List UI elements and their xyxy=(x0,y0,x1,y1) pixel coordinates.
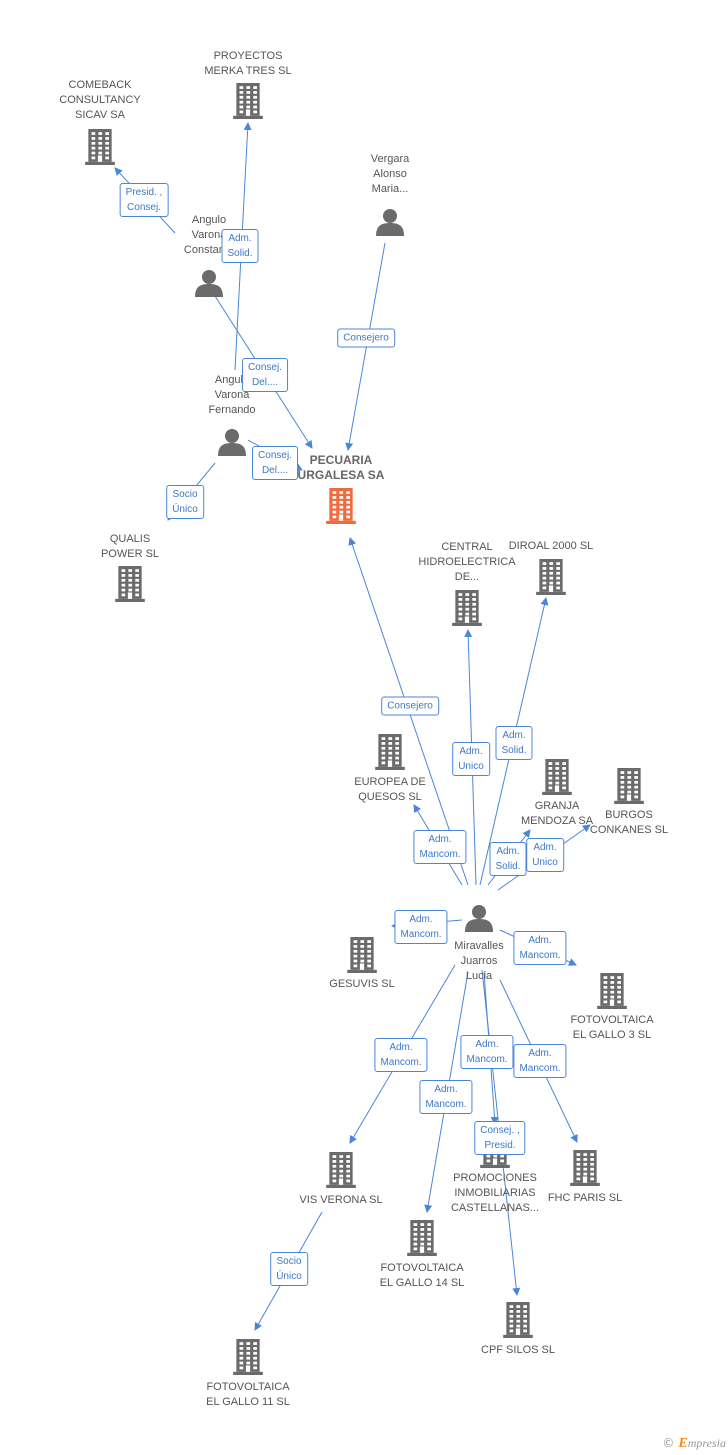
person-icon xyxy=(218,428,246,461)
brand-footer: ©Empresia xyxy=(662,1436,726,1452)
person-icon xyxy=(465,904,493,937)
node-label: BURGOS CONKANES SL xyxy=(589,809,669,836)
relation-badge[interactable]: Adm. Unico xyxy=(452,742,490,776)
node-label: EUROPEA DE QUESOS SL xyxy=(354,776,426,803)
relation-badge[interactable]: Consejero xyxy=(337,328,395,348)
relation-badge[interactable]: Adm. Solid. xyxy=(495,726,533,760)
node-label: PECUARIA URGALESA SA xyxy=(297,453,385,482)
brand-name: mpresia xyxy=(687,1436,726,1450)
node-label: CENTRAL HIDROELECTRICA DE... xyxy=(418,541,516,583)
brand-initial: E xyxy=(678,1436,688,1451)
building-icon xyxy=(570,1150,600,1191)
relation-badge[interactable]: Adm. Mancom. xyxy=(513,931,567,965)
node-label: GESUVIS SL xyxy=(329,978,395,990)
relation-badge[interactable]: Adm. Mancom. xyxy=(460,1035,514,1069)
relation-badge[interactable]: Consej. Del.... xyxy=(242,358,288,392)
node-label: PROMOCIONES INMOBILIARIAS CASTELLANAS... xyxy=(450,1172,540,1214)
relation-badge[interactable]: Presid. , Consej. xyxy=(119,183,169,217)
building-icon xyxy=(347,937,377,978)
building-icon xyxy=(542,759,572,800)
building-icon xyxy=(115,566,145,607)
building-icon xyxy=(597,973,627,1014)
relation-badge[interactable]: Consejero xyxy=(381,696,439,716)
building-icon xyxy=(85,129,115,170)
node-label: PROYECTOS MERKA TRES SL xyxy=(204,50,292,77)
building-icon xyxy=(614,768,644,809)
node-label: Vergara Alonso Maria... xyxy=(370,153,410,195)
node-label: Miravalles Juarros Lucia xyxy=(454,940,504,982)
building-icon xyxy=(536,559,566,600)
node-label: FOTOVOLTAICA EL GALLO 14 SL xyxy=(379,1262,465,1289)
node-label: DIROAL 2000 SL xyxy=(508,540,594,552)
person-icon xyxy=(195,269,223,302)
node-label: CPF SILOS SL xyxy=(481,1344,555,1356)
node-label: VIS VERONA SL xyxy=(299,1194,383,1206)
building-icon xyxy=(233,83,263,124)
node-label: QUALIS POWER SL xyxy=(100,533,160,560)
node-label: FOTOVOLTAICA EL GALLO 11 SL xyxy=(206,1381,290,1408)
relation-badge[interactable]: Consej. Del.... xyxy=(252,446,298,480)
node-label: FHC PARIS SL xyxy=(547,1192,623,1204)
relation-badge[interactable]: Adm. Solid. xyxy=(489,842,527,876)
person-icon xyxy=(376,208,404,241)
relation-badge[interactable]: Adm. Unico xyxy=(526,838,564,872)
copyright-symbol: © xyxy=(662,1436,675,1450)
relation-badge[interactable]: Adm. Mancom. xyxy=(513,1044,567,1078)
relation-badge[interactable]: Socio Único xyxy=(270,1252,308,1286)
relation-badge[interactable]: Adm. Mancom. xyxy=(394,910,448,944)
building-icon xyxy=(452,590,482,631)
relation-badge[interactable]: Adm. Mancom. xyxy=(413,830,467,864)
node-label: FOTOVOLTAICA EL GALLO 3 SL xyxy=(570,1014,654,1041)
relation-badge[interactable]: Socio Único xyxy=(166,485,204,519)
building-icon xyxy=(503,1302,533,1343)
relation-badge[interactable]: Adm. Mancom. xyxy=(419,1080,473,1114)
relation-badge[interactable]: Consej. , Presid. xyxy=(474,1121,526,1155)
main-company-building-icon xyxy=(326,488,356,529)
building-icon xyxy=(233,1339,263,1380)
node-label: GRANJA MENDOZA SA xyxy=(520,800,594,827)
relation-badge[interactable]: Adm. Mancom. xyxy=(374,1038,428,1072)
node-label: COMEBACK CONSULTANCY SICAV SA xyxy=(59,79,141,121)
node-label: Angulo Varona Fernando xyxy=(208,374,256,416)
building-icon xyxy=(407,1220,437,1261)
relation-badge[interactable]: Adm. Solid. xyxy=(221,229,259,263)
building-icon xyxy=(375,734,405,775)
building-icon xyxy=(326,1152,356,1193)
